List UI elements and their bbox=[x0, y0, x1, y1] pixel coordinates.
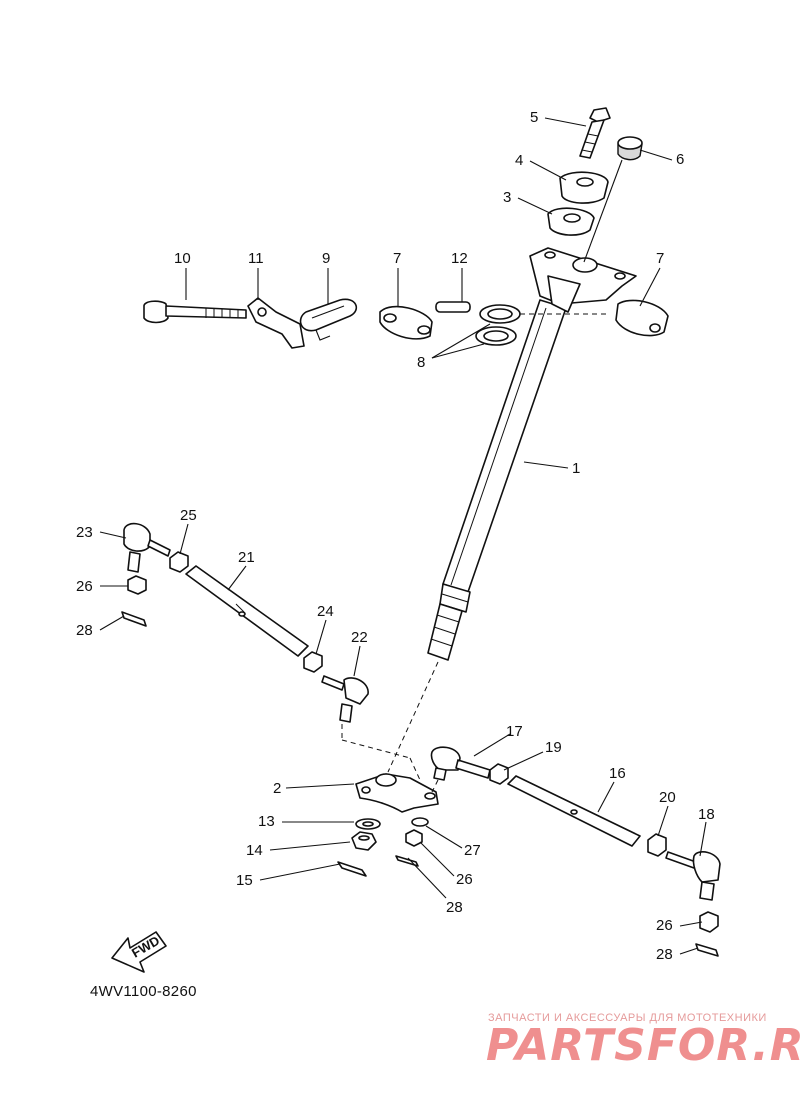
pitman-arm bbox=[355, 773, 439, 813]
oil-seals bbox=[475, 304, 521, 346]
callout-6: 6 bbox=[676, 151, 684, 168]
callout-10: 10 bbox=[174, 250, 191, 267]
tie-rod-end-22 bbox=[321, 675, 369, 723]
drawing-code: 4WV1100-8260 bbox=[90, 983, 197, 1000]
callout-14: 14 bbox=[246, 842, 263, 859]
callout-9: 9 bbox=[322, 250, 330, 267]
shaft-collar-right bbox=[615, 299, 669, 337]
callout-12: 12 bbox=[451, 250, 468, 267]
callout-26-center: 26 bbox=[456, 871, 473, 888]
callout-20: 20 bbox=[659, 789, 676, 806]
castle-nut-center bbox=[405, 829, 423, 847]
cap bbox=[617, 136, 643, 161]
callout-16: 16 bbox=[609, 765, 626, 782]
callout-5: 5 bbox=[530, 109, 538, 126]
tie-rod-left bbox=[185, 565, 309, 657]
steering-shaft bbox=[387, 299, 567, 773]
callout-21: 21 bbox=[238, 549, 255, 566]
castle-nut-left bbox=[127, 575, 147, 595]
callout-7-right: 7 bbox=[656, 250, 664, 267]
pitman-washer bbox=[355, 818, 381, 830]
callout-23: 23 bbox=[76, 524, 93, 541]
callout-28-left: 28 bbox=[76, 622, 93, 639]
locknut-24 bbox=[303, 651, 323, 673]
callout-1: 1 bbox=[572, 460, 580, 477]
callout-24: 24 bbox=[317, 603, 334, 620]
callout-19: 19 bbox=[545, 739, 562, 756]
callout-28-center: 28 bbox=[446, 899, 463, 916]
shaft-collar-left bbox=[379, 305, 433, 340]
lock-washer bbox=[247, 297, 305, 349]
cotter-pin-right bbox=[695, 943, 719, 957]
callout-25: 25 bbox=[180, 507, 197, 524]
callout-26-right: 26 bbox=[656, 917, 673, 934]
cotter-pin-left bbox=[121, 611, 147, 627]
pitman-nut bbox=[351, 831, 377, 851]
callout-3: 3 bbox=[503, 189, 511, 206]
locknut-20 bbox=[647, 833, 667, 857]
callout-17: 17 bbox=[506, 723, 523, 740]
callout-26-left: 26 bbox=[76, 578, 93, 595]
watermark-tagline: ЗАПЧАСТИ И АКСЕССУАРЫ ДЛЯ МОТОТЕХНИКИ bbox=[488, 1012, 767, 1024]
washer-27 bbox=[411, 817, 429, 827]
handlebar-holder bbox=[559, 171, 609, 204]
callout-27: 27 bbox=[464, 842, 481, 859]
leader-lines bbox=[99, 117, 707, 955]
holder-bolt bbox=[579, 107, 611, 159]
callout-13: 13 bbox=[258, 813, 275, 830]
callout-22: 22 bbox=[351, 629, 368, 646]
locknut-19 bbox=[489, 763, 509, 785]
forward-direction-arrow: FWD bbox=[111, 931, 167, 973]
callout-4: 4 bbox=[515, 152, 523, 169]
callout-labels: 5 4 3 6 7 10 11 9 7 12 8 1 23 25 21 26 2… bbox=[76, 109, 715, 963]
callout-8: 8 bbox=[417, 354, 425, 371]
tie-rod-end-23 bbox=[123, 522, 171, 573]
tie-rod-end-17 bbox=[430, 746, 491, 781]
retaining-clip bbox=[299, 298, 358, 341]
column-top-bracket bbox=[520, 247, 637, 315]
locknut-25 bbox=[169, 551, 189, 573]
callout-15: 15 bbox=[236, 872, 253, 889]
steering-bush-lower bbox=[547, 207, 595, 236]
callout-18: 18 bbox=[698, 806, 715, 823]
callout-7-left: 7 bbox=[393, 250, 401, 267]
long-bolt bbox=[143, 300, 247, 324]
castle-nut-right bbox=[699, 911, 719, 933]
callout-28-right: 28 bbox=[656, 946, 673, 963]
watermark: ЗАПЧАСТИ И АКСЕССУАРЫ ДЛЯ МОТОТЕХНИКИ PA… bbox=[486, 1012, 800, 1071]
watermark-logo: PARTSFOR.RU bbox=[486, 1020, 800, 1071]
tie-rod-right bbox=[507, 775, 641, 847]
cotter-pin-center bbox=[337, 861, 367, 877]
callout-2: 2 bbox=[273, 780, 281, 797]
callout-11: 11 bbox=[248, 250, 264, 267]
tie-rod-end-18 bbox=[665, 851, 721, 901]
dowel-pin bbox=[435, 301, 471, 313]
